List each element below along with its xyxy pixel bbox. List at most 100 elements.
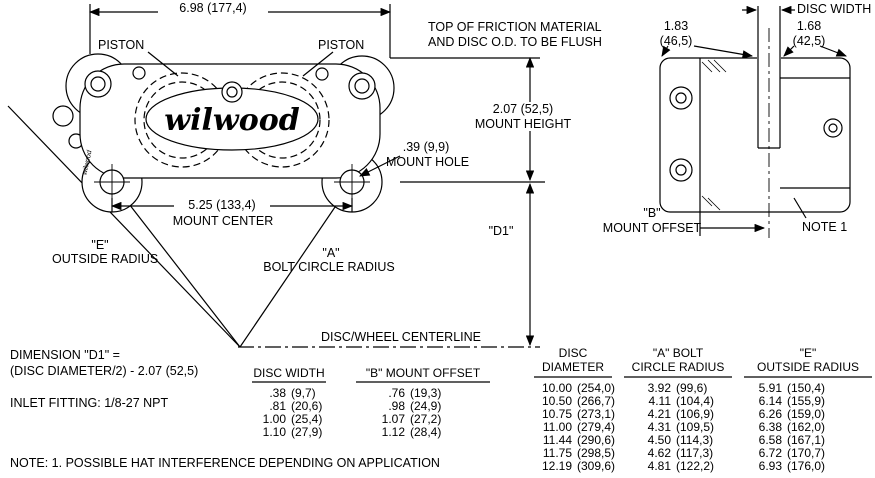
cell: .98 [388, 399, 405, 413]
mount-holes [94, 164, 370, 200]
cell: (167,1) [787, 433, 826, 447]
inlet-fitting-boss [52, 105, 74, 127]
top-right-bolt [348, 72, 376, 100]
a-radius-ref: "A" [322, 246, 340, 260]
cell: (290,6) [577, 433, 616, 447]
side-bolt-lower [669, 158, 693, 182]
cell: 10.75 [541, 407, 572, 421]
cell: (24,9) [410, 399, 442, 413]
cell: 4.21 [647, 407, 671, 421]
mount-height-value: 2.07 (52,5) [492, 102, 554, 116]
cell: (114,3) [676, 433, 714, 447]
dim-1-83-value: 1.83 [663, 19, 689, 33]
mount-hole-value: .39 (9,9) [402, 140, 450, 154]
cell: 12.19 [541, 459, 572, 473]
side-body [659, 57, 851, 213]
header-line: DISC [558, 346, 588, 360]
cell: .76 [388, 386, 405, 400]
cell: (25,4) [291, 412, 323, 426]
radius-table-row: 11.75(298,5) 4.62(117,3) 6.72(170,7) [532, 447, 839, 459]
side-dimension-lines [661, 5, 847, 236]
flush-note-line2: AND DISC O.D. TO BE FLUSH [428, 34, 602, 49]
flush-note: TOP OF FRICTION MATERIAL AND DISC O.D. T… [428, 20, 602, 49]
offset-table-row: .38 (9,7) .76 (19,3) [250, 387, 460, 399]
cell: 6.26 [758, 407, 782, 421]
dim-1-83-metric: (46,5) [659, 33, 693, 48]
header-line: DIAMETER [541, 359, 604, 374]
cell: (279,4) [577, 420, 616, 434]
cell: (104,4) [676, 394, 715, 408]
piston-label-left: PISTON [98, 38, 145, 52]
dim-1-68: 1.68 (42,5) [783, 19, 835, 48]
cell: (27,2) [410, 412, 442, 426]
cell: (106,9) [676, 407, 715, 421]
d1-formula-line2: (DISC DIAMETER/2) - 2.07 (52,5) [10, 364, 199, 378]
radius-table-row: 11.44 (290,6) 4.50 (114,3) 6.58 (167,1) [532, 434, 839, 446]
offset-table-row: 1.00 (25,4) 1.07 (27,2) [250, 413, 460, 425]
cell: (19,3) [410, 386, 442, 400]
cell: (176,0) [787, 459, 826, 473]
disc-width-label: DISC WIDTH [797, 2, 872, 16]
offset-table-header-mount-offset: "B" MOUNT OFFSET [365, 366, 481, 380]
cell: (20,6) [291, 399, 323, 413]
side-view-drawing [659, 28, 851, 238]
cell: 1.00 [262, 412, 286, 426]
cell: (309,6) [577, 459, 616, 473]
cell: 1.07 [381, 412, 405, 426]
cell: (109,5) [676, 420, 715, 434]
offset-table-header-disc-width: DISC WIDTH [253, 366, 325, 380]
radius-table-header-outside-radius: "E" OUTSIDE RADIUS [744, 346, 872, 375]
note1-leader [793, 197, 807, 219]
cell: 3.92 [647, 381, 671, 395]
e-radius-ref: "E" [91, 238, 109, 252]
radius-table-row: 11.00(279,4) 4.31(109,5) 6.38(162,0) [532, 421, 839, 433]
cell: 10.50 [541, 394, 572, 408]
cell: (28,4) [410, 425, 442, 439]
radius-table-row: 10.75 (273,1) 4.21 (106,9) 6.26 (159,0) [532, 408, 839, 420]
cell: (170,7) [787, 446, 826, 460]
cell: 6.14 [758, 394, 782, 408]
flush-note-line1: TOP OF FRICTION MATERIAL [428, 20, 602, 34]
cell: (27,9) [291, 425, 323, 439]
cell: 11.44 [542, 433, 572, 447]
dim-overall-width-label: 6.98 (177,4) [158, 1, 268, 16]
cell: (273,1) [577, 407, 616, 421]
top-left-bolt [84, 70, 112, 98]
radius-table-header-bolt-circle: "A" BOLT CIRCLE RADIUS [624, 346, 732, 375]
piston-leader-right [302, 51, 334, 77]
d1-formula-line1: DIMENSION "D1" = [10, 348, 120, 362]
bleed-screw [221, 81, 243, 103]
header-line: CIRCLE RADIUS [631, 359, 725, 374]
centerline-label: DISC/WHEEL CENTERLINE [321, 330, 481, 344]
cell: (99,6) [676, 381, 708, 395]
header-line: "E" [799, 346, 817, 360]
inlet-fitting-note: INLET FITTING: 1/8-27 NPT [10, 396, 169, 410]
cell: (117,3) [676, 446, 714, 460]
cell: 4.50 [647, 433, 671, 447]
cell: 4.31 [647, 420, 671, 434]
cell: (254,0) [577, 381, 616, 395]
radius-table-row: 10.50(266,7) 4.11(104,4) 6.14(155,9) [532, 395, 839, 407]
note1-label: NOTE 1 [802, 220, 848, 234]
offset-table-row: 1.10(27,9) 1.12(28,4) [250, 426, 460, 438]
dim-1-68-value: 1.68 [796, 19, 822, 33]
cell: (9,7) [291, 386, 316, 400]
b-offset-ref: "B" [643, 206, 661, 220]
cell: 11.00 [542, 420, 572, 434]
mount-hole-label: .39 (9,9) MOUNT HOLE [386, 140, 470, 169]
front-view-drawing: wilwood wilwood [52, 53, 395, 213]
cell: 4.81 [647, 459, 671, 473]
cell: (159,0) [787, 407, 826, 421]
cell: .38 [269, 386, 286, 400]
radius-table-row: 12.19(309,6) 4.81(122,2) 6.93(176,0) [532, 460, 839, 472]
cell: 6.58 [758, 433, 782, 447]
cell: 6.93 [758, 459, 782, 473]
wilwood-logo: wilwood [164, 103, 299, 138]
cell: .81 [269, 399, 286, 413]
mount-hole-text: MOUNT HOLE [386, 154, 470, 169]
cell: 6.72 [758, 446, 782, 460]
a-radius-label: BOLT CIRCLE RADIUS [263, 260, 395, 274]
piston-label-right: PISTON [318, 38, 365, 52]
d1-ref: "D1" [478, 224, 524, 239]
